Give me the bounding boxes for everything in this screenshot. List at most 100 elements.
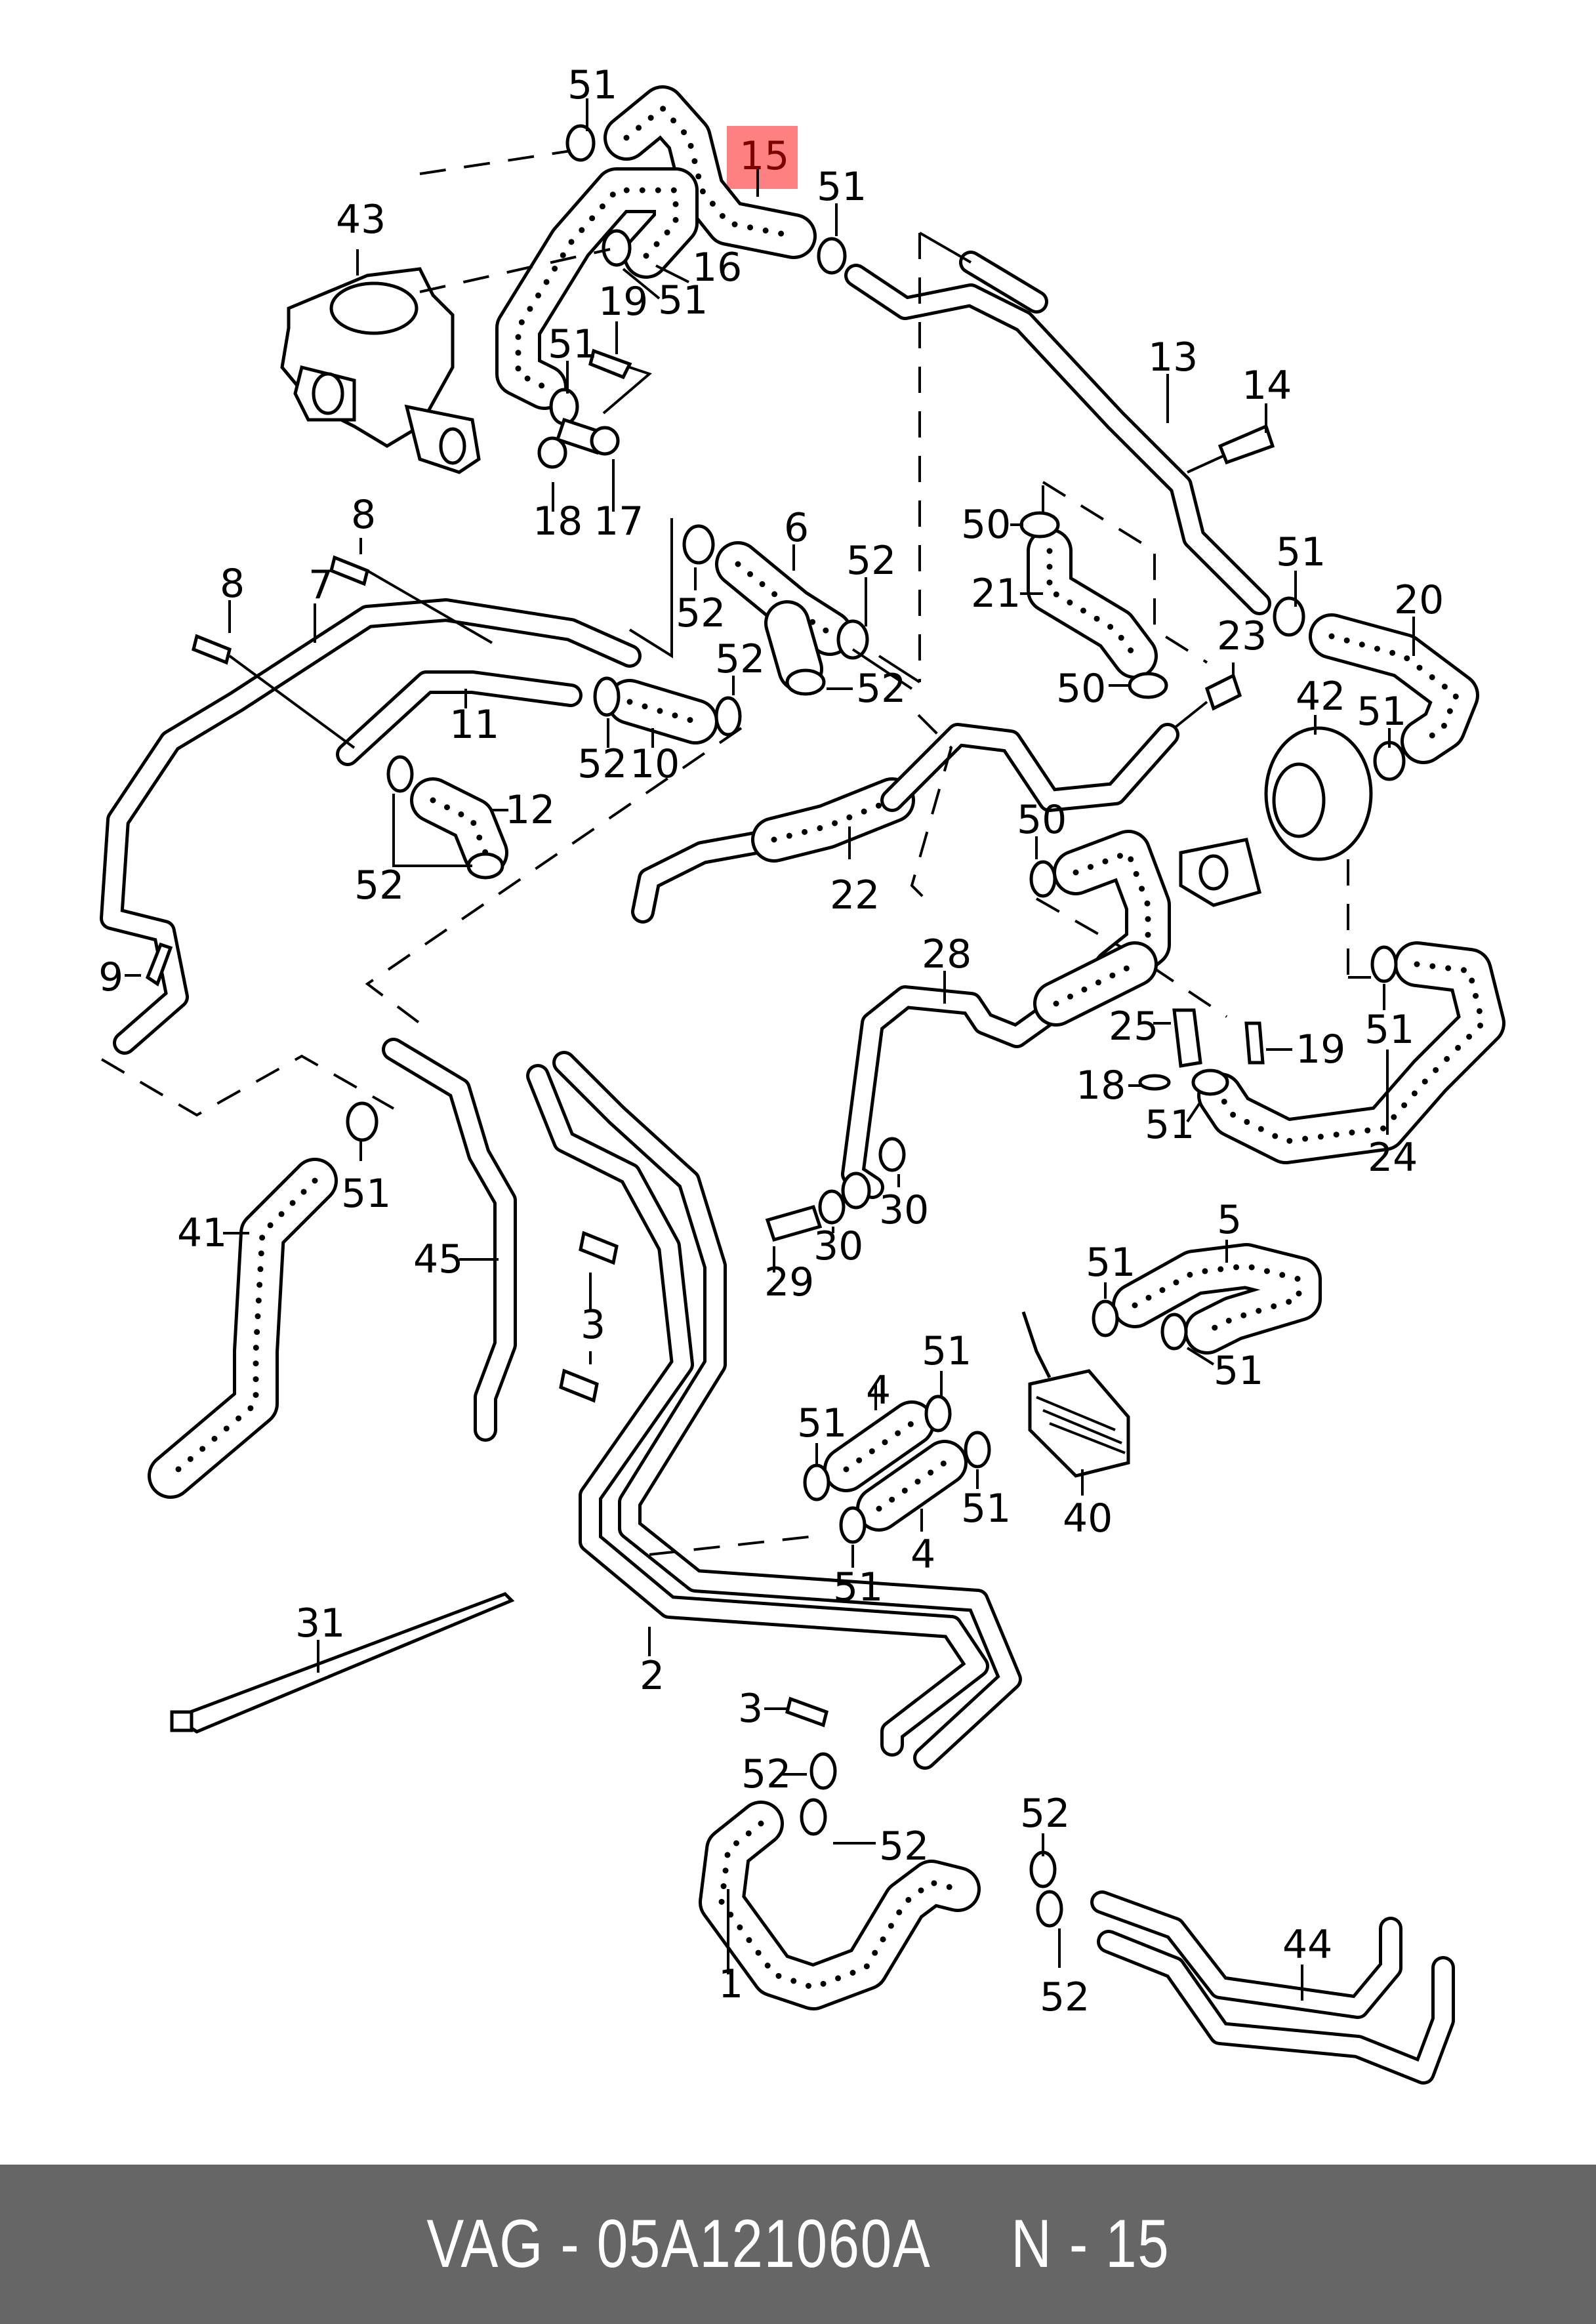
callout-19[interactable]: 19 [1296,1027,1345,1072]
callout-50[interactable]: 50 [1056,666,1106,712]
clamp-52-icon [809,1752,837,1790]
callout-51[interactable]: 51 [1145,1102,1195,1148]
callout-51[interactable]: 51 [1276,529,1326,575]
clamp-51-icon [964,1431,991,1469]
callout-52[interactable]: 52 [577,741,627,787]
callout-51[interactable]: 51 [1357,689,1406,735]
callout-4[interactable]: 4 [866,1368,891,1414]
clamp-52-icon [386,755,414,793]
callout-30[interactable]: 30 [879,1187,929,1233]
callout-52[interactable]: 52 [676,590,726,636]
clamp-51-icon [924,1395,952,1433]
callout-20[interactable]: 20 [1394,577,1444,623]
callout-51[interactable]: 51 [1086,1240,1136,1286]
callout-4[interactable]: 4 [911,1532,935,1578]
bolt-19-icon [1244,1021,1265,1065]
clamp-52-icon [836,619,869,660]
callout-50[interactable]: 50 [1017,797,1067,843]
callout-23[interactable]: 23 [1217,613,1267,659]
callout-6[interactable]: 6 [784,505,809,551]
callout-3[interactable]: 3 [738,1686,763,1732]
bolt-3-icon [559,1368,599,1403]
callout-51[interactable]: 51 [797,1400,847,1446]
callout-51[interactable]: 51 [1214,1348,1263,1394]
callout-22[interactable]: 22 [830,872,880,918]
callout-13[interactable]: 13 [1148,335,1198,380]
callout-7[interactable]: 7 [308,562,333,608]
callout-21[interactable]: 21 [971,571,1021,617]
callout-51[interactable]: 51 [341,1171,391,1217]
callout-8[interactable]: 8 [351,492,376,538]
callout-2[interactable]: 2 [640,1653,665,1699]
callout-14[interactable]: 14 [1242,363,1292,409]
callout-9[interactable]: 9 [98,954,123,1000]
callout-24[interactable]: 24 [1368,1135,1418,1181]
clamp-51-icon [1191,1069,1229,1096]
callout-18[interactable]: 18 [533,499,583,544]
callout-51[interactable]: 51 [548,321,598,367]
callout-44[interactable]: 44 [1282,1922,1332,1968]
callout-52[interactable]: 52 [856,666,906,712]
callout-50[interactable]: 50 [961,502,1011,548]
callout-17[interactable]: 17 [594,499,644,544]
part-42-housing-icon [1179,726,1373,907]
clamp-52-icon [1029,1850,1057,1888]
clamp-51-icon [1370,945,1398,983]
callout-51[interactable]: 51 [922,1328,972,1374]
clamp-icon [549,124,847,426]
connector-17-icon [537,348,632,469]
clamp-51-icon [1373,741,1406,781]
callout-51[interactable]: 51 [658,277,708,323]
part-43-housing-icon [280,267,481,474]
callout-29[interactable]: 29 [764,1259,814,1305]
callout-45[interactable]: 45 [413,1236,463,1282]
callout-31[interactable]: 31 [295,1600,345,1646]
callout-51[interactable]: 51 [961,1486,1011,1532]
bolt-9-icon [145,942,173,987]
callout-52[interactable]: 52 [741,1751,791,1797]
callout-51[interactable]: 51 [817,164,867,210]
clamp-51-icon [1092,1299,1119,1337]
callout-51[interactable]: 51 [833,1564,883,1610]
callout-41[interactable]: 41 [177,1210,227,1256]
bolt-8-icon [192,634,232,665]
callout-25[interactable]: 25 [1109,1004,1158,1050]
callout-12[interactable]: 12 [505,787,555,833]
callout-51[interactable]: 51 [1364,1007,1414,1053]
callout-10[interactable]: 10 [630,741,680,787]
callout-51[interactable]: 51 [567,62,617,108]
callout-3[interactable]: 3 [581,1302,605,1348]
clamp-51-icon [346,1101,379,1142]
bolt-8-icon [329,555,369,586]
callout-42[interactable]: 42 [1296,674,1345,720]
clamp-50-icon [1029,860,1057,898]
callout-52[interactable]: 52 [879,1824,929,1869]
clamp-52-icon [682,524,715,565]
clamp-52-icon [466,852,504,880]
callout-43[interactable]: 43 [336,197,386,243]
banjo-bolt-29-icon [765,1137,906,1242]
o-ring-18-icon [1138,1074,1171,1091]
clamp-52-icon [593,676,621,717]
callout-19[interactable]: 19 [598,279,648,325]
bolt-3-icon [579,1231,619,1265]
highlight-box [727,126,798,189]
callout-52[interactable]: 52 [1040,1974,1090,2020]
callout-18[interactable]: 18 [1076,1063,1126,1109]
callout-52[interactable]: 52 [1020,1791,1070,1837]
callout-1[interactable]: 1 [718,1961,743,2007]
bolt-23-icon [1204,673,1242,711]
callout-40[interactable]: 40 [1063,1496,1113,1541]
callout-30[interactable]: 30 [813,1223,863,1269]
callout-15-highlighted[interactable]: 15 [739,133,789,179]
callout-52[interactable]: 52 [715,636,765,682]
callout-28[interactable]: 28 [922,931,972,977]
callout-16[interactable]: 16 [692,245,742,291]
callout-5[interactable]: 5 [1217,1197,1242,1243]
clamp-52-icon [714,696,742,737]
callout-52[interactable]: 52 [846,538,896,584]
callout-11[interactable]: 11 [449,702,499,748]
callout-8[interactable]: 8 [220,561,245,607]
clamp-52-icon [800,1798,827,1836]
callout-52[interactable]: 52 [354,863,404,908]
